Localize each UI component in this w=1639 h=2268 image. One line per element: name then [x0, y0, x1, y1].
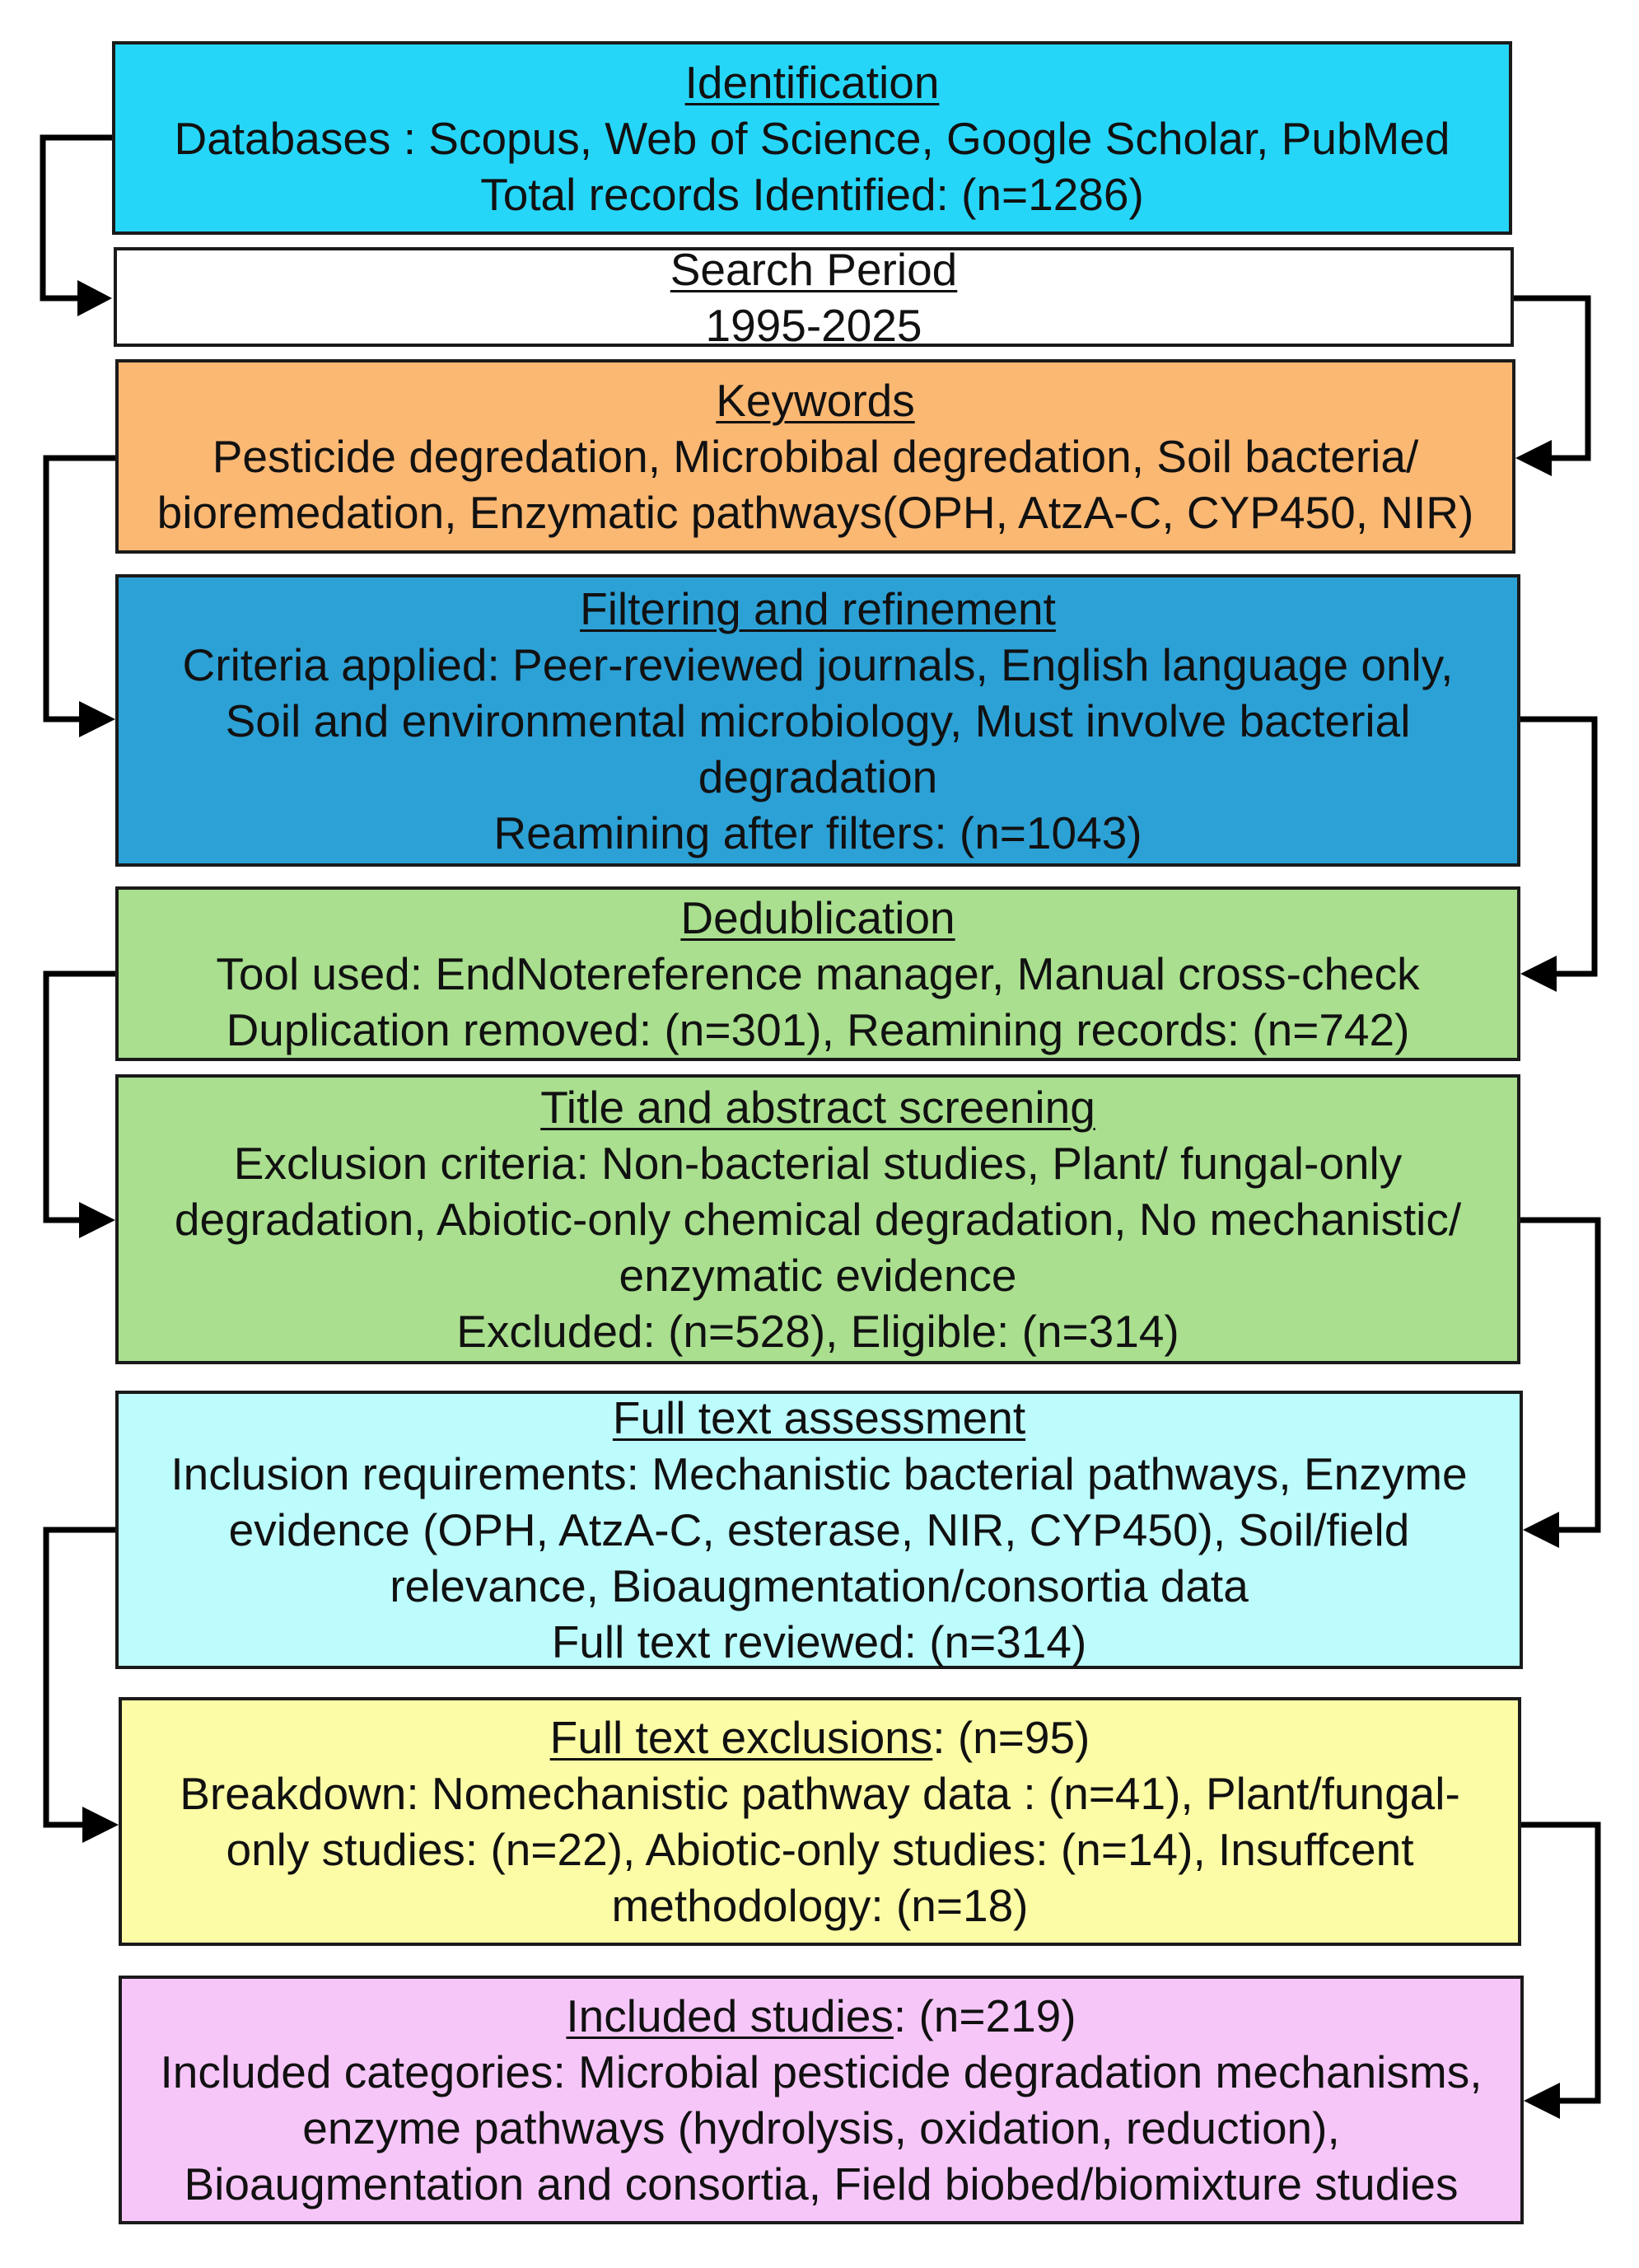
keywords-box: Keywords Pesticide degredation, Microbib…: [115, 359, 1515, 554]
filtering-line-2: Soil and environmental microbiology, Mus…: [225, 694, 1411, 746]
arrowhead-dedup: [1520, 956, 1557, 992]
connector-fulltext-to-exclusions: [43, 1527, 115, 1828]
arrowhead-included: [1524, 2083, 1560, 2119]
full-text-exclusions-title: Full text exclusions: [549, 1712, 933, 1763]
full-text-exclusions-line-2: only studies: (n=22), Abiotic-only studi…: [226, 1824, 1414, 1875]
included-studies-box: Included studies: (n=219) Included categ…: [119, 1976, 1524, 2224]
identification-line-1: Databases : Scopus, Web of Science, Goog…: [174, 112, 1450, 164]
screening-line-3: enzymatic evidence: [619, 1250, 1017, 1301]
keywords-line-1: Pesticide degredation, Microbibal degred…: [212, 431, 1419, 482]
deduplication-box: Dedublication Tool used: EndNotereferenc…: [115, 886, 1520, 1061]
deduplication-line-2: Duplication removed: (n=301), Reamining …: [226, 1004, 1410, 1055]
filtering-title: Filtering and refinement: [580, 582, 1056, 634]
full-text-exclusions-line-3: methodology: (n=18): [611, 1880, 1029, 1931]
identification-line-2: Total records Identified: (n=1286): [480, 168, 1144, 220]
filtering-box: Filtering and refinement Criteria applie…: [115, 574, 1520, 867]
full-text-exclusions-line-1: Breakdown: Nomechanistic pathway data : …: [180, 1768, 1460, 1819]
keywords-line-2: bioremedation, Enzymatic pathways(OPH, A…: [156, 487, 1474, 538]
arrowhead-filtering: [79, 701, 115, 737]
search-period-box: Search Period 1995-2025: [114, 243, 1514, 351]
identification-title: Identification: [684, 56, 940, 108]
screening-line-4: Excluded: (n=528), Eligible: (n=314): [456, 1306, 1179, 1357]
connector-search-to-keywords: [1514, 295, 1591, 461]
included-studies-count: : (n=219): [893, 1990, 1076, 2041]
arrowhead-search: [77, 280, 112, 316]
included-studies-line-2: enzyme pathways (hydrolysis, oxidation, …: [302, 2102, 1340, 2153]
filtering-line-1: Criteria applied: Peer-reviewed journals…: [182, 638, 1454, 690]
full-text-exclusions-count: : (n=95): [932, 1712, 1090, 1763]
identification-box: Identification Databases : Scopus, Web o…: [112, 41, 1512, 235]
deduplication-title: Dedublication: [680, 892, 955, 943]
connector-identification-to-search: [40, 134, 112, 302]
connector-keywords-to-filtering: [43, 455, 115, 722]
included-studies-line-3: Bioaugmentation and consortia, Field bio…: [184, 2158, 1459, 2210]
screening-title: Title and abstract screening: [540, 1082, 1095, 1133]
keywords-title: Keywords: [716, 375, 915, 426]
full-text-assessment-line-4: Full text reviewed: (n=314): [551, 1616, 1087, 1667]
search-period-line-1: 1995-2025: [705, 299, 922, 351]
full-text-assessment-line-1: Inclusion requirements: Mechanistic bact…: [170, 1448, 1468, 1499]
screening-line-1: Exclusion criteria: Non-bacterial studie…: [233, 1138, 1403, 1189]
connector-exclusions-to-included: [1521, 1821, 1601, 2104]
full-text-assessment-line-2: evidence (OPH, AtzA-C, esterase, NIR, CY…: [228, 1504, 1410, 1555]
connector-screening-to-fulltext: [1520, 1217, 1601, 1533]
arrowhead-keywords: [1515, 440, 1552, 476]
screening-box: Title and abstract screening Exclusion c…: [115, 1074, 1520, 1364]
full-text-assessment-line-3: relevance, Bioaugmentation/consortia dat…: [390, 1560, 1249, 1611]
included-studies-line-1: Included categories: Microbial pesticide…: [160, 2046, 1483, 2097]
connector-filtering-to-dedup: [1520, 716, 1598, 977]
filtering-line-3: degradation: [698, 751, 938, 802]
full-text-assessment-box: Full text assessment Inclusion requireme…: [115, 1391, 1523, 1669]
full-text-exclusions-box: Full text exclusions: (n=95) Breakdown: …: [119, 1697, 1521, 1946]
arrowhead-exclusions: [82, 1807, 119, 1843]
filtering-line-4: Reamining after filters: (n=1043): [493, 807, 1142, 858]
search-period-title: Search Period: [670, 243, 958, 295]
included-studies-title: Included studies: [566, 1990, 894, 2041]
arrowhead-screening: [79, 1202, 115, 1238]
connector-dedup-to-screening: [43, 970, 115, 1223]
screening-line-2: degradation, Abiotic-only chemical degra…: [174, 1194, 1462, 1245]
full-text-assessment-title: Full text assessment: [612, 1392, 1026, 1443]
deduplication-line-1: Tool used: EndNotereference manager, Man…: [216, 948, 1420, 999]
arrowhead-fulltext: [1523, 1512, 1559, 1548]
